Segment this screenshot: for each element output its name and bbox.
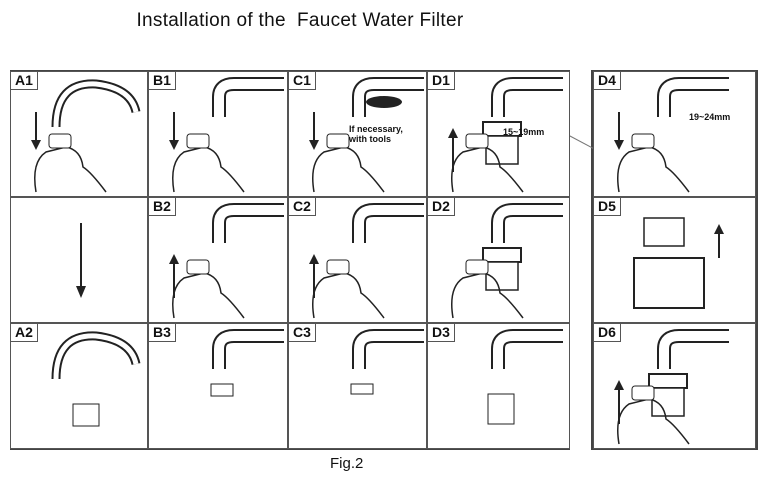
step-panel-d3: D3 [427,323,570,449]
step-label: D6 [594,324,621,342]
step-panel-b3: B3 [148,323,288,449]
step-label: B1 [149,72,176,90]
step-illustration [169,77,284,193]
step-label: D2 [428,198,455,216]
step-illustration [51,331,141,427]
step-panel-a1: A1 [10,71,148,197]
page-title: Installation of the Faucet Water Filter [136,10,464,31]
step-illustration [350,329,424,395]
step-panel-a2: A2 [10,323,148,449]
step-illustration [309,203,424,319]
step-illustration [210,329,284,397]
step-label: A2 [11,324,38,342]
step-panel-b2: B2 [148,197,288,323]
step-illustration [487,329,563,425]
step-panel-d5: D5 [593,197,756,323]
step-label: C2 [289,198,316,216]
step-panel-d4: D4 19~24mm [593,71,756,197]
step-label: B3 [149,324,176,342]
step-panel-c2: C2 [288,197,427,323]
step-illustration [309,77,424,193]
step-label: D5 [594,198,621,216]
step-label: D3 [428,324,455,342]
step-note: 15~19mm [503,127,545,137]
step-panel-blank [10,197,148,323]
step-panel-c3: C3 [288,323,427,449]
step-label: D1 [428,72,455,90]
step-illustration [448,77,563,193]
step-illustration [169,203,284,319]
step-label: A1 [11,72,38,90]
step-note: If necessary, with tools [349,124,403,144]
step-note: 19~24mm [689,112,731,122]
step-illustration [614,77,729,193]
step-label: D4 [594,72,621,90]
step-panel-d6: D6 [593,323,756,449]
step-label: B2 [149,198,176,216]
step-panel-d1: D1 15~19mm [427,71,570,197]
step-illustration [614,329,729,445]
step-illustration [633,217,724,309]
step-panel-d2: D2 [427,197,570,323]
figure-caption: Fig.2 [330,455,364,472]
step-illustration [451,203,563,319]
step-panel-b1: B1 [148,71,288,197]
step-illustration [76,223,86,298]
step-panel-c1: C1 If necessary, with tools [288,71,427,197]
step-label: C3 [289,324,316,342]
step-label: C1 [289,72,316,90]
step-illustration [31,79,141,193]
